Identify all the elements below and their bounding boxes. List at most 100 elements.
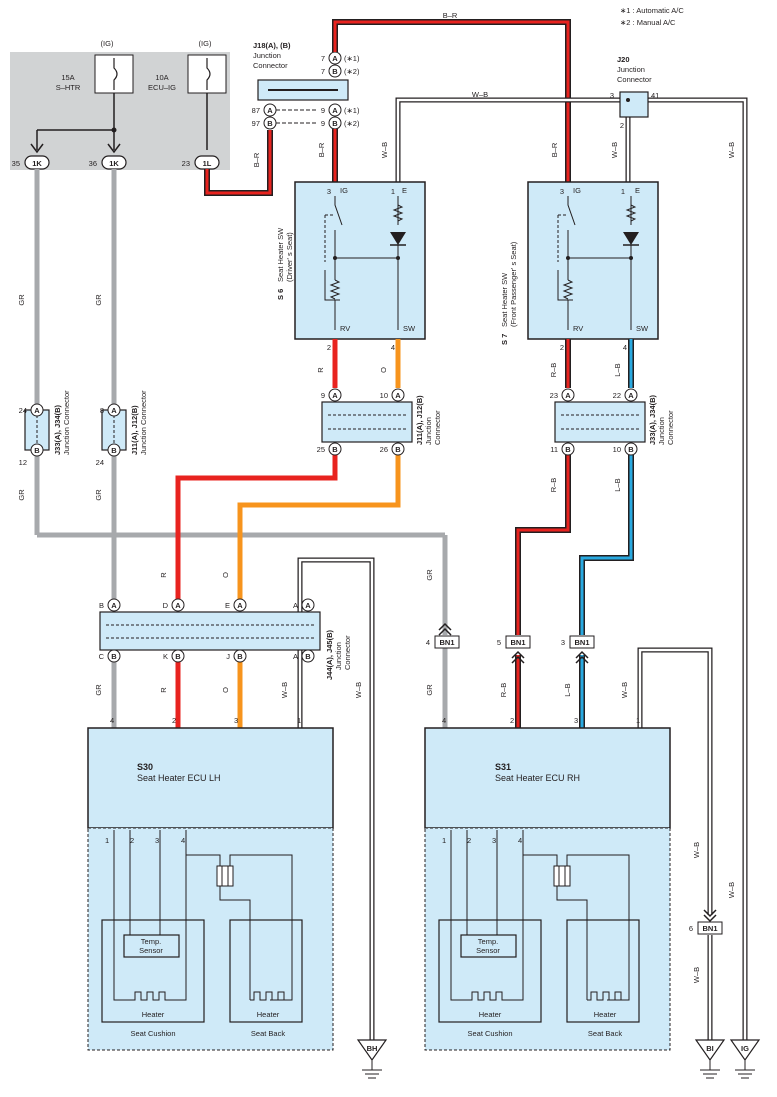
svg-text:2: 2 bbox=[560, 343, 564, 352]
svg-text:B: B bbox=[565, 445, 571, 454]
svg-text:3: 3 bbox=[560, 187, 564, 196]
j18-connector: J18(A), (B) Junction Connector A B 7 7 (… bbox=[252, 41, 360, 130]
wire-gr-6: GR bbox=[94, 684, 103, 696]
svg-text:IG: IG bbox=[340, 186, 348, 195]
wire-br-s6: B–R bbox=[317, 142, 326, 157]
s7-seat-heater-switch: 3 1 IG E RV SW 2 4 S 7 Seat Heater SW (F… bbox=[500, 181, 659, 352]
ground-bh: BH bbox=[356, 1039, 388, 1079]
svg-text:3: 3 bbox=[610, 91, 614, 100]
pin-36: 36 bbox=[89, 159, 97, 168]
j18-name: J18(A), (B) bbox=[253, 41, 291, 50]
svg-text:BN1: BN1 bbox=[702, 924, 717, 933]
s30-name: Seat Heater ECU LH bbox=[137, 773, 221, 783]
svg-text:A: A bbox=[111, 406, 117, 415]
svg-text:RV: RV bbox=[573, 324, 583, 333]
s31-name: Seat Heater ECU RH bbox=[495, 773, 580, 783]
note-automatic: ∗1 : Automatic A/C bbox=[620, 6, 684, 15]
svg-text:23: 23 bbox=[550, 391, 558, 400]
svg-text:10: 10 bbox=[613, 445, 621, 454]
svg-text:C: C bbox=[99, 652, 105, 661]
svg-text:1: 1 bbox=[391, 187, 395, 196]
o-wire-driver: O O O bbox=[221, 339, 401, 728]
fuse1-ig-label: (IG) bbox=[101, 39, 114, 48]
conn-1k-right: 1K bbox=[109, 159, 119, 168]
lb-wire-passenger: L–B L–B L–B bbox=[563, 339, 634, 728]
svg-text:(∗2): (∗2) bbox=[344, 67, 360, 76]
svg-text:3: 3 bbox=[574, 716, 578, 725]
svg-text:9: 9 bbox=[321, 106, 325, 115]
svg-text:Sensor: Sensor bbox=[139, 946, 163, 955]
svg-text:Junction: Junction bbox=[657, 417, 666, 445]
wire-gr-4: GR bbox=[94, 489, 103, 501]
wire-gr-2: GR bbox=[94, 294, 103, 306]
s7-name: Seat Heater SW bbox=[500, 272, 509, 327]
wire-br-top: B–R bbox=[443, 11, 458, 20]
s7-sub: (Front Passenger' s Seat) bbox=[509, 241, 518, 327]
svg-text:3: 3 bbox=[155, 836, 159, 845]
svg-text:5: 5 bbox=[497, 638, 501, 647]
svg-text:RV: RV bbox=[340, 324, 350, 333]
j20-name: J20 bbox=[617, 55, 630, 64]
svg-text:L–B: L–B bbox=[613, 478, 622, 491]
svg-text:2: 2 bbox=[467, 836, 471, 845]
svg-text:4: 4 bbox=[181, 836, 185, 845]
svg-text:B: B bbox=[111, 652, 117, 661]
fuse-box: (IG) (IG) 15A S–HTR 10A ECU–IG 1K 1K 1L … bbox=[10, 39, 230, 170]
svg-text:BN1: BN1 bbox=[439, 638, 454, 647]
pin-35: 35 bbox=[12, 159, 20, 168]
pin-23: 23 bbox=[182, 159, 190, 168]
svg-text:Junction: Junction bbox=[617, 65, 645, 74]
rb-wire-passenger: R–B R–B R–B bbox=[499, 339, 571, 728]
svg-text:25: 25 bbox=[317, 445, 325, 454]
ground-ig: IG bbox=[729, 1039, 761, 1079]
svg-text:Temp.: Temp. bbox=[141, 937, 161, 946]
s6-sub: (Driver' s Seat) bbox=[285, 232, 294, 282]
svg-text:E: E bbox=[225, 601, 230, 610]
svg-text:B: B bbox=[175, 652, 181, 661]
s6-code: S 6 bbox=[276, 289, 285, 300]
svg-text:B: B bbox=[305, 652, 311, 661]
wire-wb-s6: W–B bbox=[380, 142, 389, 158]
svg-text:B: B bbox=[332, 445, 338, 454]
svg-text:A: A bbox=[34, 406, 40, 415]
s30-code: S30 bbox=[137, 762, 153, 772]
svg-text:SW: SW bbox=[636, 324, 649, 333]
svg-text:A: A bbox=[628, 391, 634, 400]
j33-right-name: J33(A), J34(B) bbox=[648, 394, 657, 445]
svg-text:Seat Cushion: Seat Cushion bbox=[130, 1029, 175, 1038]
wire-wb-bi: W–B bbox=[692, 967, 701, 983]
svg-text:A: A bbox=[332, 54, 338, 63]
svg-text:Seat Cushion: Seat Cushion bbox=[467, 1029, 512, 1038]
wire-gr-3: GR bbox=[17, 489, 26, 501]
svg-text:87: 87 bbox=[252, 106, 260, 115]
wire-wb-bh: W–B bbox=[354, 682, 363, 698]
svg-text:A: A bbox=[395, 391, 401, 400]
svg-text:2: 2 bbox=[130, 836, 134, 845]
s6-name: Seat Heater SW bbox=[276, 227, 285, 282]
svg-text:Sensor: Sensor bbox=[476, 946, 500, 955]
j18-desc2: Connector bbox=[253, 61, 288, 70]
svg-text:(∗1): (∗1) bbox=[344, 54, 360, 63]
wire-gr-7: GR bbox=[425, 684, 434, 696]
svg-text:Connector: Connector bbox=[666, 410, 675, 445]
svg-text:K: K bbox=[163, 652, 168, 661]
svg-text:E: E bbox=[635, 186, 640, 195]
svg-text:Junction Connector: Junction Connector bbox=[139, 390, 148, 455]
svg-text:3: 3 bbox=[327, 187, 331, 196]
svg-text:1: 1 bbox=[621, 187, 625, 196]
svg-text:2: 2 bbox=[172, 716, 176, 725]
svg-text:2: 2 bbox=[620, 121, 624, 130]
j20-connector: J20 Junction Connector 3 41 2 bbox=[610, 55, 660, 130]
j33-left-name: J33(A), J34(B) bbox=[53, 404, 62, 455]
svg-text:10: 10 bbox=[380, 391, 388, 400]
fuse2-name: ECU–IG bbox=[148, 83, 176, 92]
wire-wb-top: W–B bbox=[472, 90, 488, 99]
svg-text:L–B: L–B bbox=[563, 683, 572, 696]
svg-text:7: 7 bbox=[321, 54, 325, 63]
svg-text:IG: IG bbox=[573, 186, 581, 195]
svg-text:B: B bbox=[332, 119, 338, 128]
wire-br-fuse: B–R bbox=[252, 152, 261, 167]
svg-text:B: B bbox=[628, 445, 634, 454]
svg-text:BH: BH bbox=[367, 1044, 378, 1053]
